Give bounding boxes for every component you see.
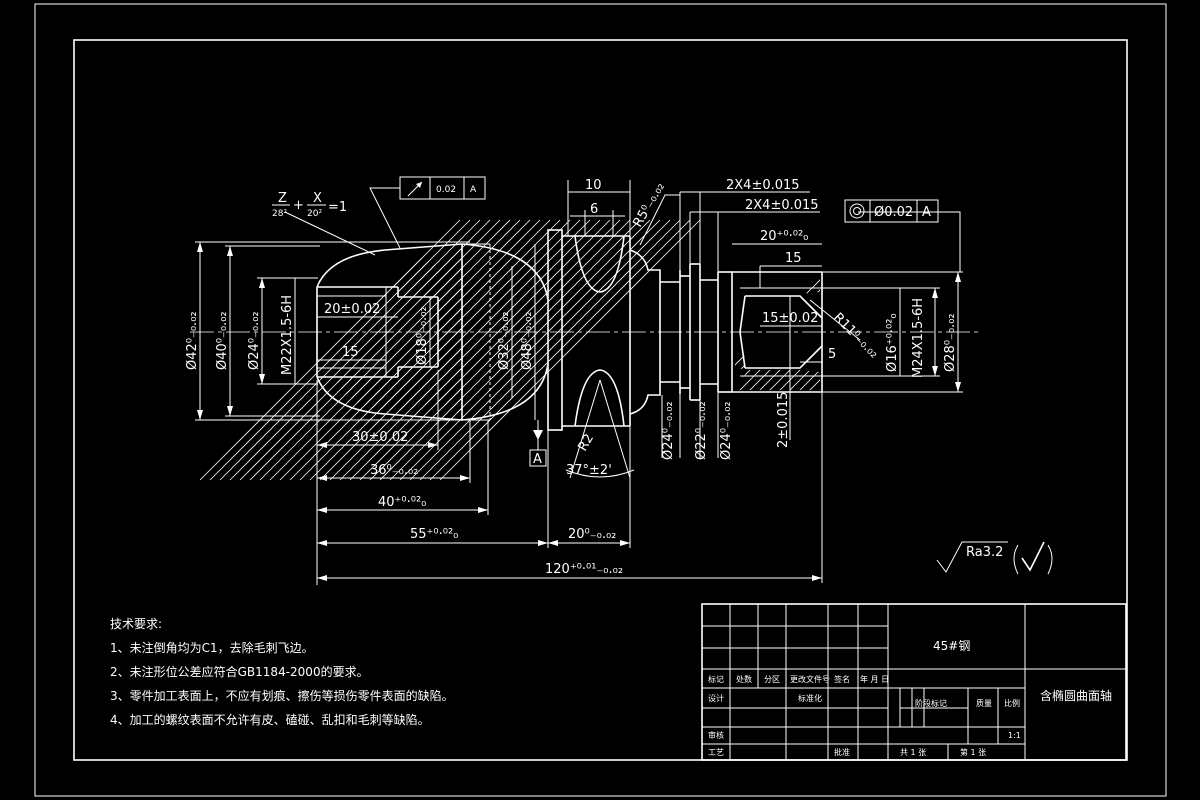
runout-datum: A	[470, 185, 477, 195]
notes-title: 技术要求:	[110, 617, 163, 631]
part-outline	[316, 229, 823, 431]
dimension-lines	[195, 180, 963, 585]
note-item-1: 1、未注倒角均为C1，去除毛刺飞边。	[110, 641, 314, 655]
concentric-datum: A	[922, 205, 931, 220]
eq-z-num: Z	[278, 191, 287, 206]
dim-r2: R2	[575, 432, 597, 454]
dim-m24: M24X1.5-6H	[911, 298, 926, 378]
tb-h-zone: 分区	[764, 675, 780, 684]
dim-30: 30±0.02	[352, 430, 408, 445]
dim-angle: 37°±2'	[566, 463, 612, 478]
dim-15x002: 15±0.02	[762, 311, 818, 326]
dim-10: 10	[585, 178, 602, 193]
tb-scale-val: 1:1	[1008, 731, 1021, 740]
concentricity-icon	[849, 203, 865, 219]
dim-55: 55⁺⁰·⁰²₀	[410, 527, 458, 542]
leader-lines	[284, 187, 961, 479]
dimension-arrows	[197, 242, 961, 581]
eq-x-den: 20²	[307, 209, 322, 219]
dim-phi40: Ø40⁰₋₀.₀₂	[215, 311, 230, 370]
tb-h-doc: 更改文件号	[790, 674, 830, 684]
dim-40: 40⁺⁰·⁰²₀	[378, 495, 426, 510]
section-hatching	[199, 219, 820, 481]
eq-x-num: X	[313, 191, 322, 206]
tb-h-sign: 签名	[834, 674, 850, 684]
tb-material: 45#钢	[933, 639, 970, 653]
tb-weight: 质量	[976, 698, 992, 708]
dim-phi24c: Ø24⁰₋₀.₀₂	[719, 401, 734, 460]
eq-rhs: =1	[328, 200, 347, 215]
dim-phi22: Ø22⁰₋₀.₀₂	[694, 401, 709, 460]
dim-36: 36⁰₋₀.₀₂	[370, 463, 418, 478]
dim-phi28: Ø28⁰₋₀.₀₂	[943, 313, 958, 372]
dim-phi24b: Ø24⁰₋₀.₀₂	[661, 401, 676, 460]
dim-phi16: Ø16⁺⁰·⁰²₀	[885, 313, 900, 372]
dim-6: 6	[590, 202, 598, 217]
tb-scale: 比例	[1004, 698, 1020, 708]
tb-design: 设计	[708, 693, 724, 703]
title-block: 45#钢 含椭圆曲面轴 标记 处数 分区 更改文件号 签名 年 月 日 设计 标…	[701, 603, 1127, 761]
dimension-texts: 10 6 R5⁰₋₀.₀₂ 2X4±0.015 2X4±0.015 20⁺⁰·⁰…	[185, 178, 958, 577]
dim-r11: R11⁰₋₀.₀₂	[830, 310, 881, 361]
dim-2x015: 2±0.015	[776, 392, 791, 448]
tb-part-name: 含椭圆曲面轴	[1040, 688, 1112, 703]
tb-stage: 阶段标记	[915, 698, 947, 708]
datum-label: A	[533, 452, 542, 467]
roughness-value: Ra3.2	[966, 545, 1003, 560]
note-item-3: 3、零件加工表面上，不应有划痕、擦伤等损伤零件表面的缺陷。	[110, 689, 454, 703]
runout-tolerance: 0.02	[436, 185, 456, 195]
sheet-border	[34, 3, 1167, 797]
dim-2x4-a: 2X4±0.015	[726, 178, 800, 193]
dim-phi48: Ø48⁰₋₀.₀₂	[520, 311, 535, 370]
roughness-symbol: Ra3.2	[936, 541, 1053, 575]
frame-border	[73, 39, 1128, 761]
dim-15-left: 15	[342, 345, 359, 360]
dim-r5: R5⁰₋₀.₀₂	[630, 180, 668, 230]
tb-h-count: 处数	[736, 674, 752, 684]
dim-phi18: Ø18⁰₋₀.₀₂	[415, 306, 430, 365]
dim-120: 120⁺⁰·⁰¹₋₀.₀₂	[545, 562, 623, 577]
note-item-4: 4、加工的螺纹表面不允许有皮、磕碰、乱扣和毛刺等缺陷。	[110, 713, 430, 727]
check-mark-icon	[1021, 541, 1045, 572]
dim-phi32: Ø32⁰₋₀.₀₂	[497, 311, 512, 370]
tb-approve: 批准	[834, 747, 850, 757]
note-item-2: 2、未注形位公差应符合GB1184-2000的要求。	[110, 665, 369, 679]
dim-m22: M22X1.5-6H	[280, 295, 295, 375]
tb-h-date: 年 月 日	[860, 674, 889, 684]
dim-15-top: 15	[785, 251, 802, 266]
tb-sheets: 共 1 张	[900, 748, 926, 757]
dim-20-bottom: 20⁰₋₀.₀₂	[568, 527, 616, 542]
technical-requirements: 技术要求: 1、未注倒角均为C1，去除毛刺飞边。 2、未注形位公差应符合GB11…	[110, 612, 454, 732]
gdt-concentric-frame: Ø0.02 A	[844, 199, 939, 223]
ellipse-equation: Z 28² + X 20² =1	[272, 191, 347, 219]
tb-process: 工艺	[708, 748, 724, 757]
dim-phi24: Ø24⁰₋₀.₀₂	[247, 311, 262, 370]
concentric-tolerance: Ø0.02	[874, 205, 913, 220]
dim-phi42: Ø42⁰₋₀.₀₂	[185, 311, 200, 370]
eq-z-den: 28²	[272, 209, 287, 219]
tb-sheet: 第 1 张	[960, 747, 986, 757]
dim-5: 5	[828, 347, 836, 362]
tb-review: 审核	[708, 730, 724, 740]
dim-2x4-b: 2X4±0.015	[745, 198, 819, 213]
dim-20x002: 20±0.02	[324, 302, 380, 317]
tb-h-mark: 标记	[708, 674, 724, 684]
tb-standard: 标准化	[798, 693, 822, 703]
eq-plus: +	[293, 198, 304, 213]
gdt-runout-frame: 0.02 A	[399, 176, 486, 200]
dim-20-top: 20⁺⁰·⁰²₀	[760, 229, 808, 244]
